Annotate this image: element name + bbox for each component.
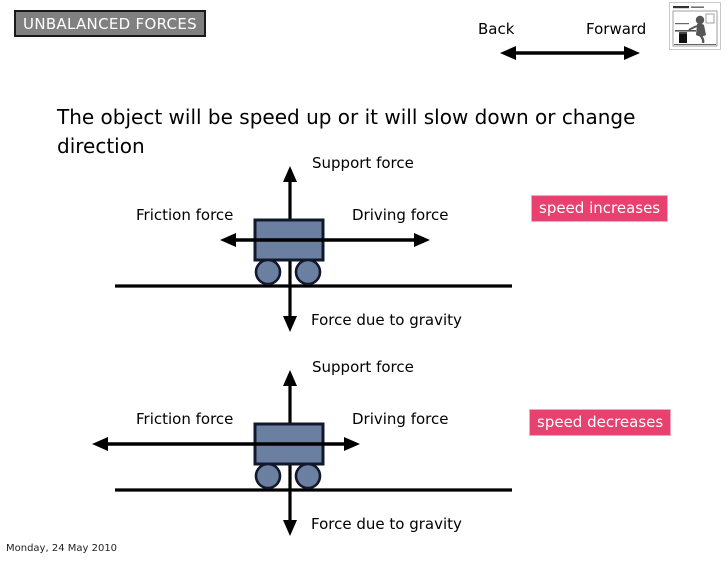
- friction-force-label: Friction force: [136, 410, 234, 428]
- direction-key: Back Forward: [470, 20, 670, 65]
- result-badge-speed-decreases: speed decreases: [529, 409, 672, 436]
- support-force-label: Support force: [312, 358, 414, 376]
- cart-wheel-right: [294, 462, 322, 490]
- support-force-label: Support force: [312, 154, 414, 172]
- cart-wheel-left: [254, 462, 282, 490]
- friction-force-arrow: [92, 437, 290, 451]
- driving-force-label: Driving force: [352, 206, 449, 224]
- cart-wheel-right: [294, 258, 322, 286]
- page-title: UNBALANCED FORCES: [23, 14, 197, 33]
- gravity-force-label: Force due to gravity: [311, 311, 462, 329]
- main-statement-text: The object will be speed up or it will s…: [57, 105, 636, 158]
- driving-force-label: Driving force: [352, 410, 449, 428]
- friction-force-arrow: [220, 233, 290, 247]
- driving-force-arrow: [290, 437, 360, 451]
- slide-title-banner: UNBALANCED FORCES: [14, 10, 206, 37]
- gravity-force-label: Force due to gravity: [311, 515, 462, 533]
- cart-wheel-left: [254, 258, 282, 286]
- force-diagram-speed-increases: Support force Friction force Driving for…: [0, 152, 728, 338]
- double-headed-arrow-icon: [500, 46, 640, 60]
- result-badge-speed-increases: speed increases: [531, 195, 669, 222]
- friction-force-label: Friction force: [136, 206, 234, 224]
- forward-label: Forward: [586, 20, 647, 38]
- force-diagram-2-graphic: [92, 370, 512, 536]
- force-diagram-speed-decreases: Support force Friction force Driving for…: [0, 356, 728, 542]
- force-diagram-1-graphic: [115, 166, 512, 332]
- footer-date: Monday, 24 May 2010: [6, 543, 118, 554]
- driving-force-arrow: [290, 233, 430, 247]
- back-label: Back: [478, 20, 515, 38]
- cartoon-thumbnail-image: [669, 2, 721, 50]
